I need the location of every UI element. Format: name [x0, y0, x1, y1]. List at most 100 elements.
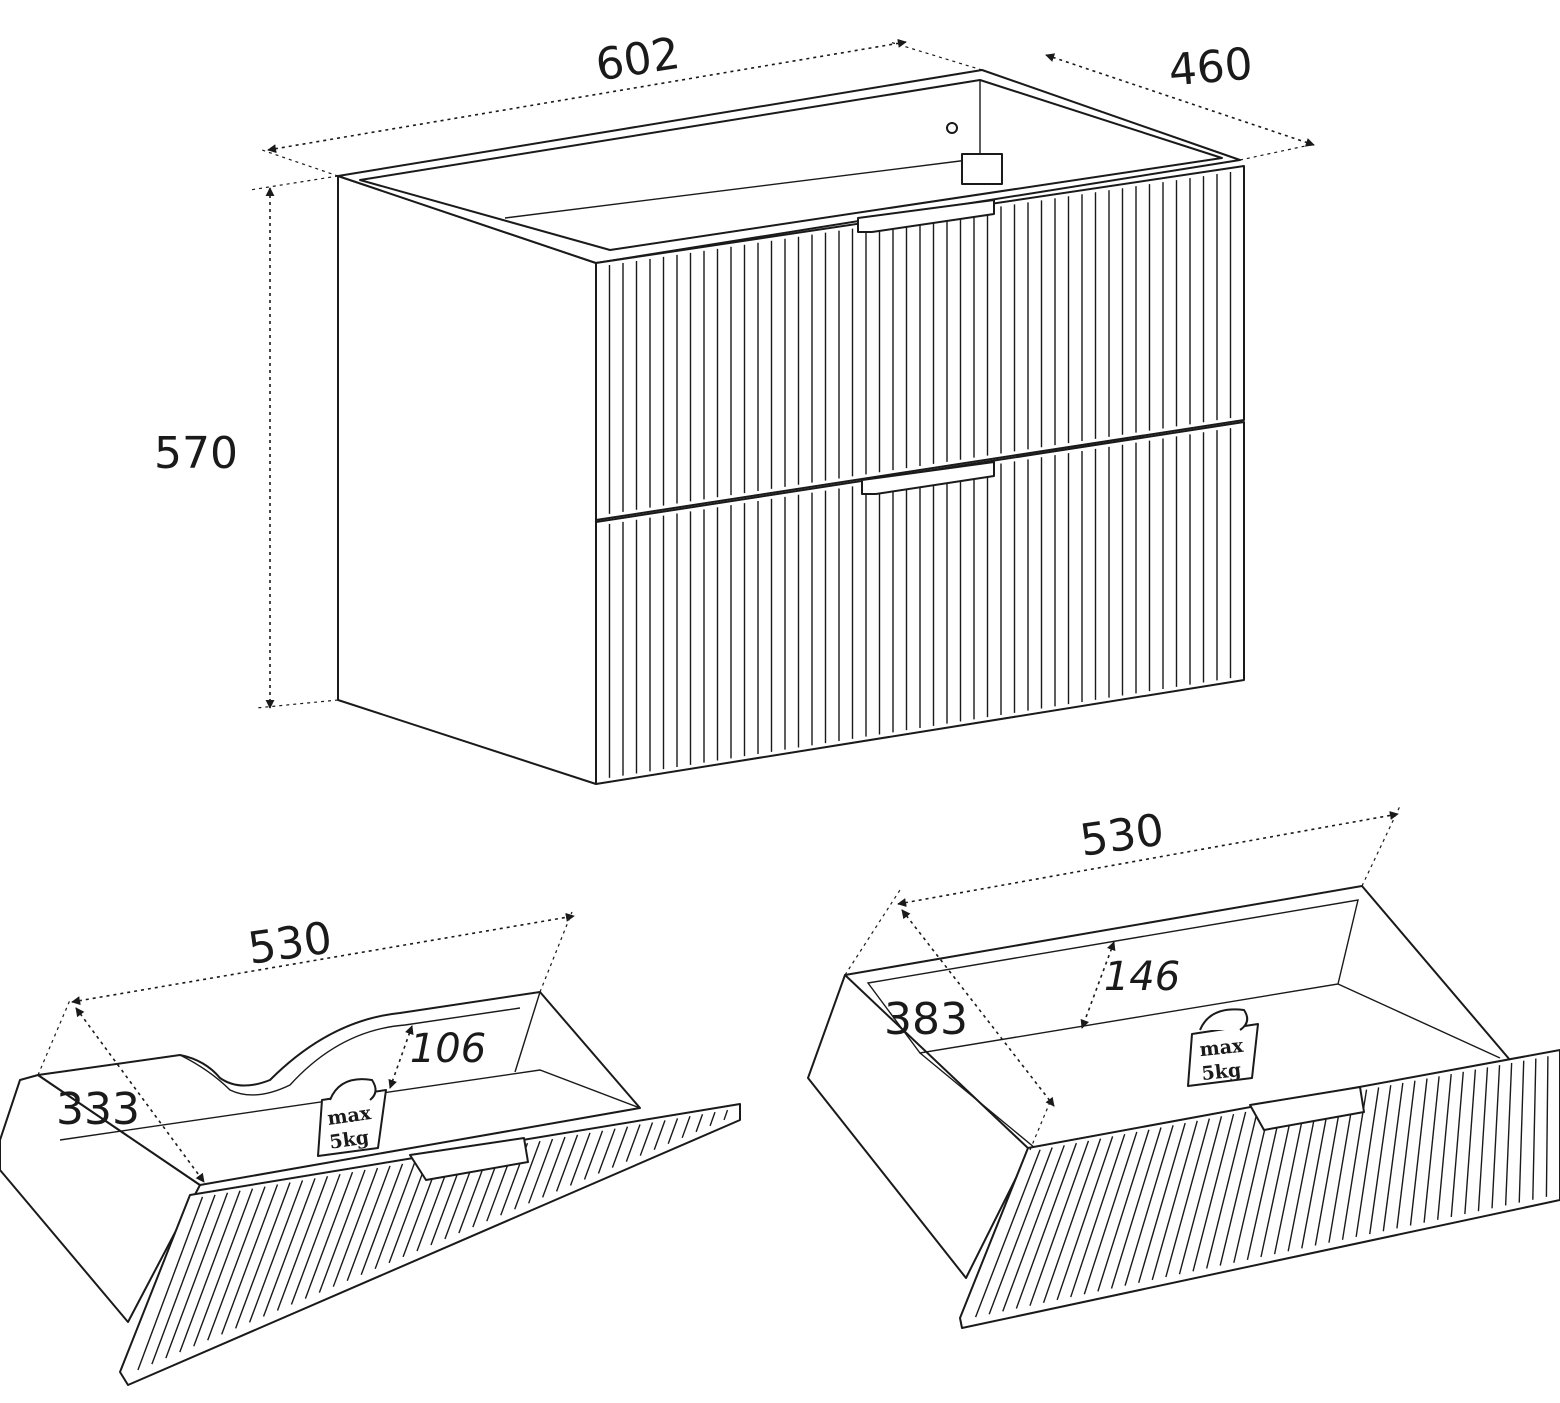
flute-line [1205, 1111, 1247, 1269]
drawer-right-handle [1249, 1086, 1365, 1131]
flute-line [179, 1190, 241, 1353]
flute-line [1301, 1096, 1331, 1249]
flute-line [1219, 1109, 1259, 1266]
flute-line [1042, 1138, 1102, 1304]
wall-mount-bracket [961, 153, 1003, 185]
bottom-drawer-flutes [608, 428, 1232, 778]
top-drawer-flutes [608, 172, 1232, 514]
flute-line [388, 1159, 429, 1264]
flute-line [207, 1186, 266, 1341]
flute-line [667, 1118, 679, 1145]
flute-line [318, 1169, 366, 1293]
drawer-right-weight-line1: max [1198, 1035, 1244, 1062]
flute-line [165, 1192, 229, 1359]
flute-line [1246, 1105, 1283, 1261]
flute-line [276, 1176, 329, 1311]
flute-line [695, 1113, 704, 1133]
flute-line [1165, 1118, 1211, 1278]
flute-line [555, 1134, 579, 1192]
top-drawer-handle [857, 199, 995, 233]
flute-line [569, 1132, 591, 1186]
drawer-left-handle [409, 1137, 529, 1181]
drawer-left-depth-dimension [75, 1007, 205, 1183]
flute-line [1518, 1060, 1525, 1203]
flute-line [1328, 1091, 1356, 1243]
bottom-drawer-handle [861, 461, 995, 495]
flute-line [262, 1178, 316, 1317]
drawer-left-width-dimension [71, 912, 575, 1006]
drawer-left-front [119, 1103, 741, 1386]
cabinet: 602 460 570 [154, 28, 1315, 785]
flute-line [1070, 1133, 1126, 1298]
flute-line [1450, 1071, 1464, 1217]
flute-line [1532, 1058, 1537, 1200]
mount-hole [946, 122, 958, 134]
flute-line [374, 1161, 416, 1270]
flute-line [625, 1124, 641, 1162]
flute-line [1314, 1093, 1344, 1246]
flute-line [681, 1116, 691, 1139]
flute-line [639, 1122, 654, 1156]
flute-line [709, 1111, 716, 1127]
flute-line [1273, 1100, 1307, 1255]
cabinet-depth-label: 460 [1167, 38, 1255, 96]
flute-line [1124, 1125, 1174, 1286]
flute-line [514, 1140, 541, 1210]
flute-line [1178, 1116, 1223, 1275]
flute-line [1192, 1113, 1235, 1272]
cabinet-inner-ledge [504, 159, 969, 219]
flute-line [1409, 1078, 1428, 1226]
flute-line [346, 1165, 391, 1281]
flute-line [1436, 1073, 1452, 1220]
flute-line [528, 1138, 554, 1204]
flute-line [1083, 1131, 1138, 1295]
flute-line [1369, 1085, 1392, 1235]
flute-line [290, 1173, 341, 1305]
drawer-right: max 5kg 530 383 146 [807, 805, 1560, 1329]
cabinet-depth-dimension [1045, 53, 1315, 147]
flute-line [1341, 1089, 1368, 1240]
drawer-right-width-label: 530 [1077, 805, 1167, 867]
flute-line [1002, 1145, 1065, 1312]
flute-line [234, 1182, 291, 1329]
flute-line [597, 1128, 616, 1174]
flute-line [360, 1163, 404, 1276]
flute-line [1056, 1136, 1114, 1301]
flute-line [1138, 1122, 1186, 1283]
drawer-left-depth-label: 333 [56, 1084, 140, 1135]
cabinet-width-dimension [267, 38, 907, 154]
flute-line [1151, 1120, 1198, 1281]
drawer-right-flutes [974, 1056, 1549, 1318]
drawer-right-height-dimension [1080, 941, 1116, 1029]
flute-line [611, 1126, 629, 1168]
flute-line [1029, 1140, 1090, 1306]
flute-line [723, 1109, 729, 1121]
flute-line [1287, 1098, 1319, 1252]
drawer-right-height-label: 146 [1104, 954, 1180, 1000]
drawer-left: max 5kg 530 333 106 [0, 911, 741, 1386]
flute-line [988, 1147, 1053, 1315]
drawer-right-weight-line2: 5kg [1200, 1059, 1242, 1085]
flute-line [653, 1120, 666, 1150]
flute-line [1545, 1056, 1549, 1197]
drawer-left-width-label: 530 [245, 913, 335, 975]
flute-line [1423, 1076, 1440, 1223]
flute-line [151, 1194, 216, 1365]
drawer-left-weight-line2: 5kg [328, 1126, 370, 1153]
flute-line [1382, 1082, 1404, 1232]
flute-line [137, 1196, 204, 1371]
cabinet-height-label: 570 [154, 428, 238, 479]
flute-line [332, 1167, 379, 1287]
flute-line [1110, 1127, 1162, 1289]
drawer-right-weight-badge: max 5kg [1187, 1008, 1259, 1087]
flute-line [541, 1136, 566, 1198]
flute-line [1477, 1067, 1489, 1212]
drawer-right-width-dimension [897, 811, 1399, 907]
flute-line [1491, 1065, 1501, 1209]
flute-line [193, 1188, 254, 1347]
drawer-left-cutout [179, 1007, 521, 1096]
flute-line [1504, 1062, 1513, 1206]
drawer-right-depth-label: 383 [884, 994, 968, 1045]
